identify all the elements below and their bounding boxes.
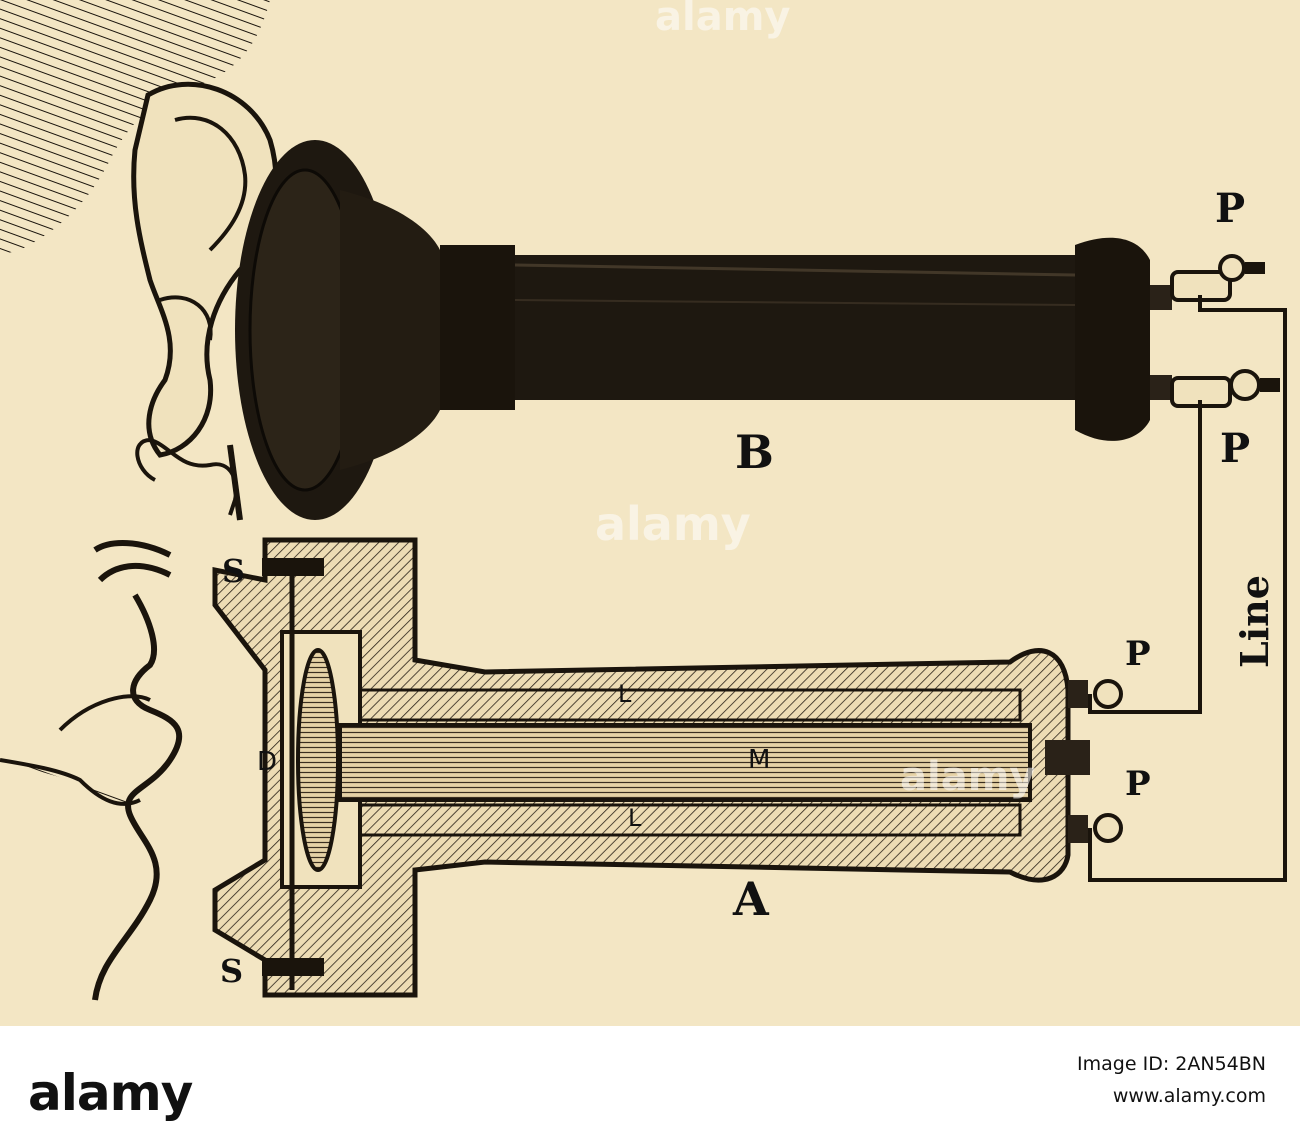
label-p-top-2: P xyxy=(1220,425,1250,472)
watermark-top: alamy xyxy=(655,0,790,40)
watermark-right: alamy xyxy=(900,754,1035,800)
label-p-top-1: P xyxy=(1215,185,1245,232)
label-m: M xyxy=(748,745,770,775)
footer-bar: alamy Image ID: 2AN54BN www.alamy.com xyxy=(0,1026,1300,1142)
transmitter-a xyxy=(212,537,1123,998)
label-b: B xyxy=(735,425,774,479)
alamy-logo: alamy xyxy=(28,1064,193,1122)
watermark-center: alamy xyxy=(595,497,751,551)
label-l-top: L xyxy=(618,680,632,708)
line-wires xyxy=(1088,295,1287,882)
listener-head xyxy=(0,0,279,521)
label-d: D xyxy=(257,747,277,777)
label-p-bottom-2: P xyxy=(1125,764,1151,804)
telephone-diagram: P P B S S D L M L P P A Line alamy al xyxy=(0,0,1287,1001)
receiver-b xyxy=(235,140,1280,520)
image-info: Image ID: 2AN54BN www.alamy.com xyxy=(1077,1048,1266,1112)
label-l-bottom: L xyxy=(628,804,642,832)
label-line: Line xyxy=(1232,575,1277,668)
label-p-bottom-1: P xyxy=(1125,634,1151,674)
label-s-top: S xyxy=(222,552,245,590)
label-s-bottom: S xyxy=(220,952,243,990)
speaker-face xyxy=(0,540,183,1001)
image-id: Image ID: 2AN54BN xyxy=(1077,1053,1266,1075)
site-url: www.alamy.com xyxy=(1112,1085,1266,1107)
binding-post-bottom xyxy=(1170,369,1280,408)
label-a: A xyxy=(732,872,770,926)
